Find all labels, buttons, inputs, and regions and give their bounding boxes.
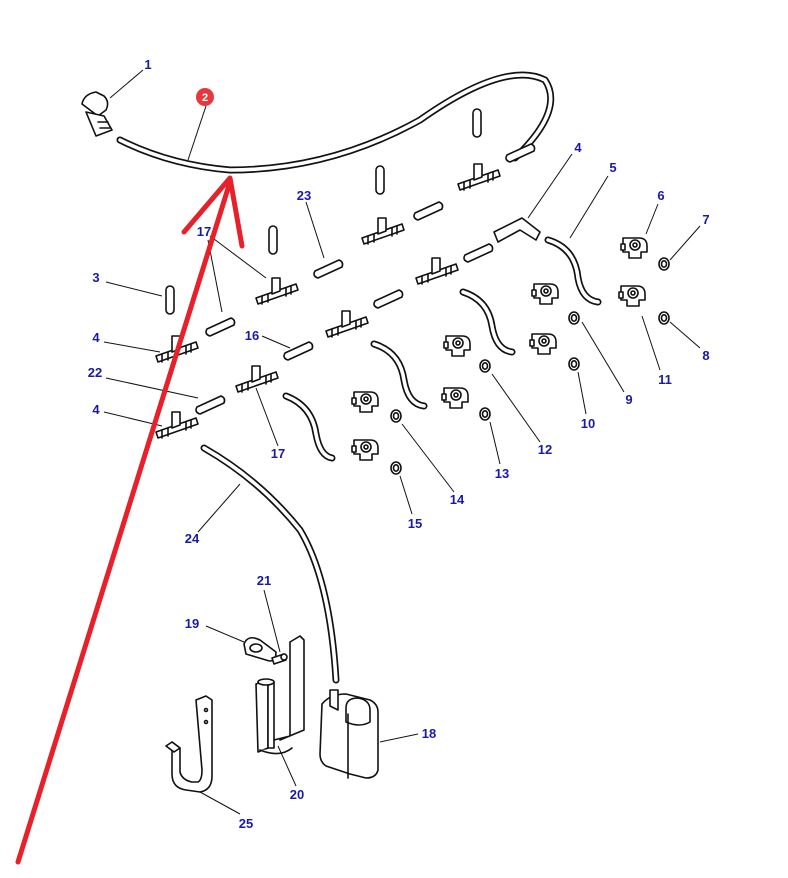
callout-3: 3 [92, 270, 99, 285]
callout-9: 9 [625, 392, 632, 407]
callout-24: 24 [185, 531, 200, 546]
callout-17-upper: 17 [197, 224, 211, 239]
nozzle-hoses [282, 236, 602, 462]
callout-17-lower: 17 [271, 446, 285, 461]
callout-23: 23 [297, 188, 311, 203]
clamp-19 [243, 636, 277, 662]
long-hose [200, 444, 340, 684]
callout-6: 6 [657, 188, 664, 203]
callout-18: 18 [422, 726, 436, 741]
callout-16: 16 [245, 328, 259, 343]
badge-number: 2 [202, 92, 208, 104]
bracket-25 [165, 695, 213, 793]
callout-19: 19 [185, 616, 199, 631]
callout-4-right: 4 [574, 140, 582, 155]
part-badge: 2 [196, 88, 214, 106]
callout-1: 1 [144, 57, 151, 72]
bottle [319, 689, 379, 779]
callout-21: 21 [257, 573, 271, 588]
callout-labels: 1 3 4 4 4 5 6 7 8 9 10 11 12 13 14 15 16… [88, 57, 710, 831]
callout-4-left-lower: 4 [92, 402, 100, 417]
callout-12: 12 [538, 442, 552, 457]
callout-7: 7 [702, 212, 709, 227]
callout-10: 10 [581, 416, 595, 431]
callout-20: 20 [290, 787, 304, 802]
callout-22: 22 [88, 365, 102, 380]
right-elbow [493, 217, 541, 243]
main-hose [116, 71, 555, 174]
callout-14: 14 [450, 492, 465, 507]
callout-15: 15 [408, 516, 422, 531]
callout-8: 8 [702, 348, 709, 363]
callout-5: 5 [609, 160, 616, 175]
short-tubes [195, 143, 536, 415]
screw-21 [271, 653, 288, 665]
highlight-arrow [15, 175, 245, 865]
bracket-20 [255, 635, 305, 755]
callout-13: 13 [495, 466, 509, 481]
elbow-fitting [81, 91, 113, 137]
callout-11: 11 [658, 372, 672, 387]
callout-4-left-upper: 4 [92, 330, 100, 345]
leader-lines [103, 69, 701, 815]
callout-25: 25 [239, 816, 253, 831]
